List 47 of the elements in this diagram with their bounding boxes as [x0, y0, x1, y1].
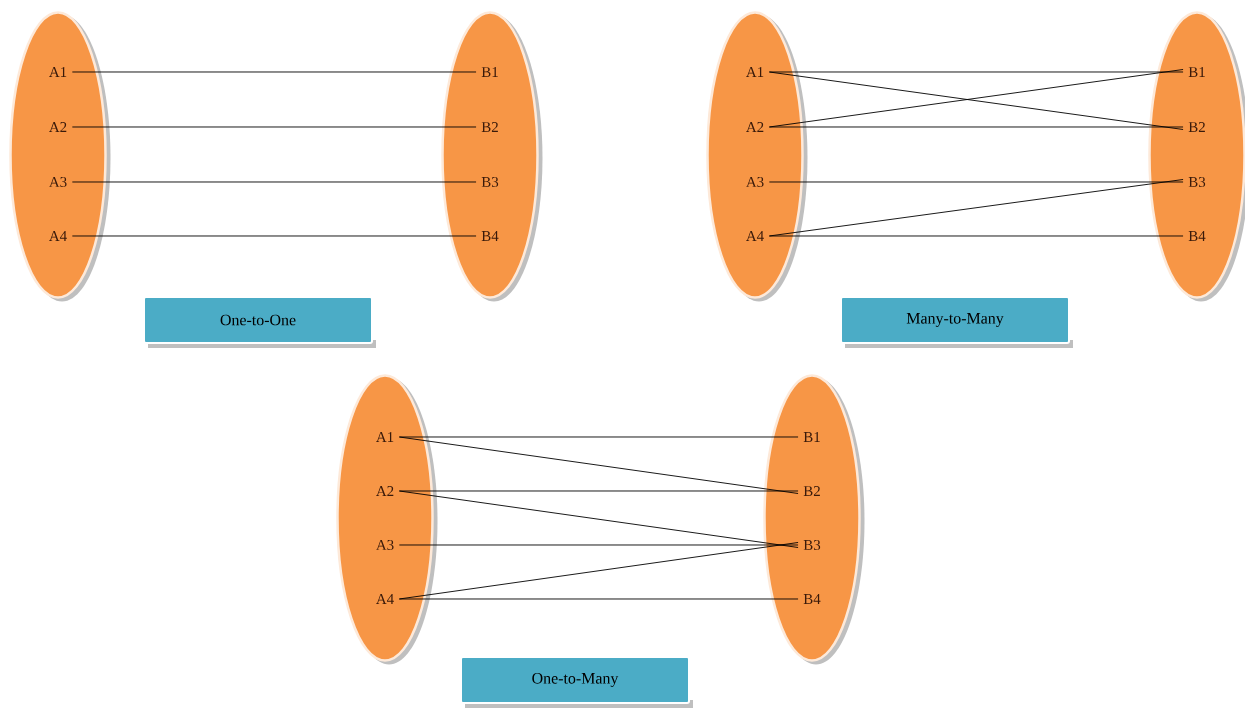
item-label: A2 [49, 122, 67, 132]
connector-line [768, 181, 1184, 183]
connector-line [398, 436, 799, 438]
ellipse-shape [1148, 11, 1245, 302]
item-label: B3 [481, 177, 499, 187]
item-label: A3 [49, 177, 67, 187]
item-label: B3 [1188, 177, 1206, 187]
item-label: A1 [49, 67, 67, 77]
label-box: One-to-One [143, 296, 376, 348]
item-label: A3 [376, 540, 394, 550]
connector-line [398, 490, 799, 548]
item-label: A4 [376, 594, 394, 604]
label-box: One-to-Many [460, 656, 693, 708]
item-label: B2 [1188, 122, 1205, 132]
connector-line [768, 235, 1184, 237]
ellipse-shape [441, 11, 543, 302]
connector-line [71, 235, 477, 237]
ellipse-shape [706, 11, 808, 302]
item-label: A4 [746, 231, 764, 241]
connector-line [71, 181, 477, 183]
item-label: B2 [481, 122, 498, 132]
item-label: B3 [803, 540, 821, 550]
item-label: A4 [49, 231, 67, 241]
item-label: A2 [746, 122, 764, 132]
item-label: A1 [376, 432, 394, 442]
connector-line [768, 126, 1184, 128]
item-label: B4 [803, 594, 821, 604]
connector-line [398, 598, 799, 600]
connector-line [71, 126, 477, 128]
item-label: B1 [1188, 67, 1205, 77]
ellipse-shape [763, 374, 865, 665]
item-label: A1 [746, 67, 764, 77]
label-box: Many-to-Many [840, 296, 1073, 348]
item-label: B4 [1188, 231, 1206, 241]
ellipse-shape [9, 11, 111, 302]
ellipse-shape [336, 374, 438, 665]
connector-line [398, 544, 799, 546]
item-label: A3 [746, 177, 764, 187]
item-label: A2 [376, 486, 394, 496]
item-label: B4 [481, 231, 499, 241]
item-label: B2 [803, 486, 820, 496]
connector-line [71, 71, 477, 73]
connector-line [768, 71, 1184, 73]
item-label: B1 [481, 67, 498, 77]
connector-line [398, 436, 799, 494]
item-label: B1 [803, 432, 820, 442]
connector-line [398, 490, 799, 492]
